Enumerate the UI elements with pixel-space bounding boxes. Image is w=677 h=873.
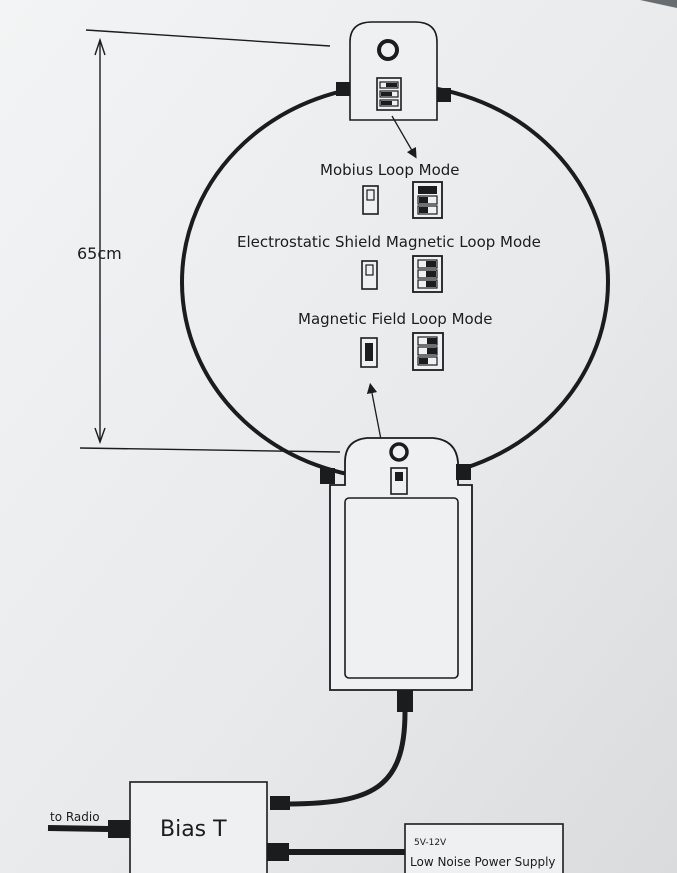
mode-label-magnetic-field: Magnetic Field Loop Mode bbox=[298, 310, 492, 328]
to-radio-label: to Radio bbox=[50, 810, 100, 824]
mobius-dip-switch-icon bbox=[412, 181, 443, 219]
top-mount-hole-icon bbox=[377, 39, 399, 61]
dimension-label: 65cm bbox=[77, 244, 122, 263]
mobius-toggle-switch-icon bbox=[362, 185, 379, 215]
power-supply-box bbox=[404, 823, 564, 873]
mode-label-mobius: Mobius Loop Mode bbox=[320, 161, 460, 179]
top-housing bbox=[336, 21, 451, 121]
bottom-mount-hole-icon bbox=[389, 442, 409, 462]
bias-t-box bbox=[129, 781, 268, 873]
radio-cable bbox=[47, 825, 109, 832]
amplifier-housing bbox=[320, 437, 473, 712]
dimension-marker bbox=[79, 29, 341, 453]
power-supply-voltage-label: 5V-12V bbox=[414, 838, 447, 848]
magnetic-field-toggle-switch-icon bbox=[360, 337, 378, 368]
magnetic-field-dip-switch-icon bbox=[412, 332, 444, 371]
bias-t-label: Bias T bbox=[160, 817, 227, 842]
mode-label-electrostatic: Electrostatic Shield Magnetic Loop Mode bbox=[237, 233, 541, 251]
coax-cable bbox=[289, 711, 408, 807]
top-dip-switch-icon bbox=[376, 77, 402, 111]
electrostatic-toggle-switch-icon bbox=[361, 260, 378, 290]
power-supply-label: Low Noise Power Supply bbox=[410, 855, 556, 869]
top-pointer-arrow bbox=[391, 115, 417, 159]
electrostatic-dip-switch-icon bbox=[412, 255, 443, 293]
amplifier-toggle-switch-icon bbox=[390, 467, 408, 495]
